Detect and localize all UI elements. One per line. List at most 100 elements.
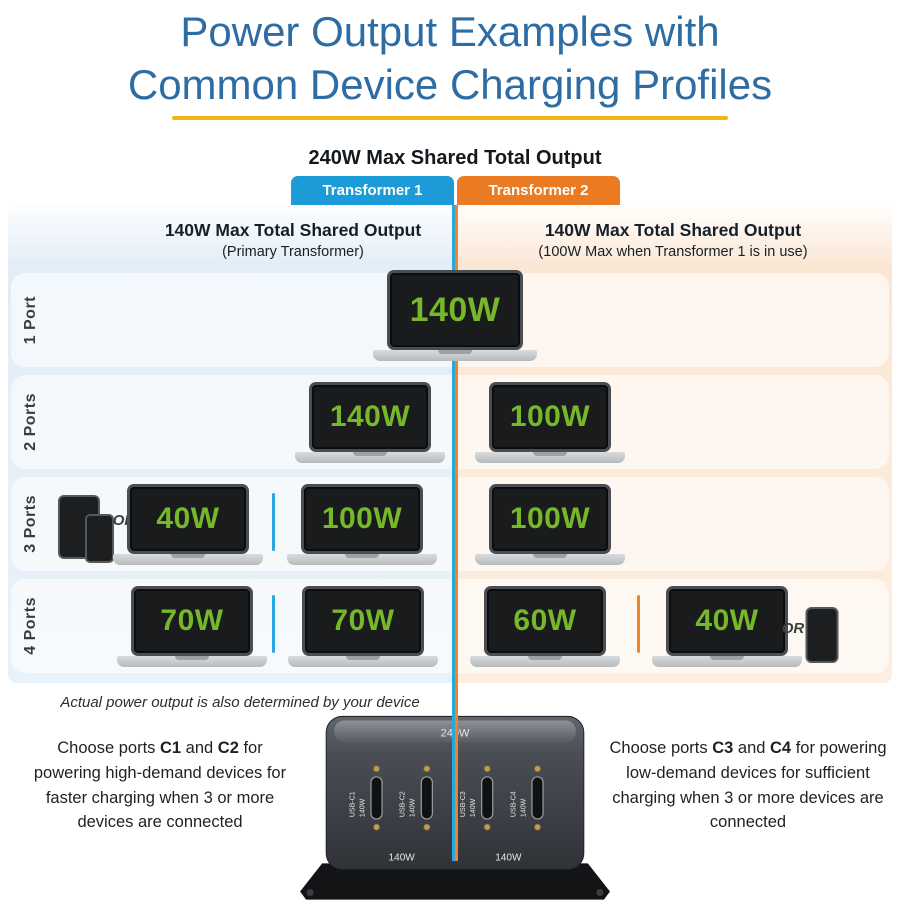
transformer-divider-line-bottom bbox=[452, 683, 458, 861]
shared-output-heading: 240W Max Shared Total Output bbox=[308, 147, 602, 169]
laptop-icon: 140W bbox=[373, 270, 537, 361]
page-title: Power Output Examples with Common Device… bbox=[0, 6, 900, 112]
row-1-label: 1 Port bbox=[11, 273, 51, 367]
transformer-tabs: Transformer 1 Transformer 2 bbox=[291, 176, 620, 205]
usb-c-port-icon bbox=[370, 776, 383, 820]
text-segment: Choose ports bbox=[57, 739, 160, 757]
laptop-icon: 100W bbox=[287, 484, 437, 565]
laptop-icon: 140W bbox=[295, 382, 445, 463]
ports-c1-c2-description: Choose ports C1 and C2 for powering high… bbox=[22, 736, 298, 835]
power-table: 140W Max Total Shared Output (Primary Tr… bbox=[8, 205, 892, 683]
tab-transformer-1: Transformer 1 bbox=[291, 176, 454, 205]
laptop-screen: 140W bbox=[387, 270, 523, 350]
wattage-label: 100W bbox=[509, 400, 591, 433]
laptop-icon: 60W bbox=[470, 586, 620, 667]
port-separator bbox=[272, 493, 275, 551]
laptop-icon: 70W bbox=[288, 586, 438, 667]
usb-c3-port: USB-C3 140W bbox=[460, 765, 494, 831]
laptop-base bbox=[470, 656, 620, 667]
laptop-icon: 40W bbox=[113, 484, 263, 565]
text-segment: and bbox=[181, 739, 218, 757]
port-watt-label: 140W bbox=[470, 798, 477, 817]
row-1-label-text: 1 Port bbox=[22, 295, 39, 345]
laptop-screen: 40W bbox=[127, 484, 249, 554]
port-watt-label: 140W bbox=[359, 798, 366, 817]
text-segment: Choose ports bbox=[609, 739, 713, 757]
laptop-base bbox=[652, 656, 802, 667]
text-segment: for powering low-demand devices for suff… bbox=[612, 739, 887, 832]
row-2-label: 2 Ports bbox=[11, 375, 51, 469]
laptop-base bbox=[295, 452, 445, 463]
screw-icon bbox=[423, 765, 431, 773]
laptop-screen: 100W bbox=[489, 382, 611, 452]
wattage-label: 70W bbox=[331, 604, 395, 637]
laptop-base bbox=[373, 350, 537, 361]
transformer-2-header-title: 140W Max Total Shared Output bbox=[544, 220, 802, 240]
laptop-screen: 40W bbox=[666, 586, 788, 656]
bracket-screw-icon bbox=[596, 889, 604, 897]
port-name-label: USB-C2 bbox=[400, 791, 407, 817]
wattage-label: 60W bbox=[513, 604, 577, 637]
transformer-1-header-title: 140W Max Total Shared Output bbox=[164, 220, 422, 240]
wattage-label: 40W bbox=[156, 502, 220, 535]
laptop-screen: 100W bbox=[301, 484, 423, 554]
transformer-1-header-subtitle: (Primary Transformer) bbox=[222, 243, 364, 260]
laptop-icon: 100W bbox=[475, 382, 625, 463]
usb-c2-port: USB-C2 140W bbox=[400, 765, 433, 831]
row-3-label-text: 3 Ports bbox=[22, 495, 39, 553]
port-c4-ref: C4 bbox=[770, 739, 792, 757]
text-segment: and bbox=[733, 739, 771, 757]
tab-transformer-2: Transformer 2 bbox=[457, 176, 620, 205]
port-watt-label: 140W bbox=[410, 798, 417, 817]
usb-c-port-icon bbox=[420, 776, 433, 820]
title-divider-rule bbox=[172, 116, 728, 120]
laptop-screen: 140W bbox=[309, 382, 431, 452]
port-name-label: USB-C3 bbox=[460, 791, 467, 817]
disclaimer-note: Actual power output is also determined b… bbox=[60, 694, 420, 711]
port-separator bbox=[637, 595, 640, 653]
screw-icon bbox=[373, 765, 380, 773]
laptop-base bbox=[113, 554, 263, 565]
transformer-2-header: 140W Max Total Shared Output (100W Max w… bbox=[470, 219, 876, 262]
laptop-screen: 100W bbox=[489, 484, 611, 554]
phone-icon bbox=[805, 607, 839, 663]
title-line-2: Common Device Charging Profiles bbox=[127, 60, 773, 108]
laptop-base bbox=[287, 554, 437, 565]
bracket-screw-icon bbox=[306, 889, 314, 897]
port-name-label: USB-C4 bbox=[510, 791, 517, 817]
usb-c-port-icon bbox=[481, 776, 494, 820]
usb-c-port-icon bbox=[531, 776, 544, 820]
row-4-label: 4 Ports bbox=[11, 579, 51, 673]
row-1-port: 1 Port 140W bbox=[11, 270, 889, 367]
transformer-2-watt-label: 140W bbox=[495, 852, 522, 863]
laptop-icon: 40W bbox=[652, 586, 802, 667]
mounting-bracket bbox=[300, 863, 610, 900]
port-c1-ref: C1 bbox=[160, 739, 182, 757]
laptop-base bbox=[475, 452, 625, 463]
row-4-label-text: 4 Ports bbox=[22, 597, 39, 655]
usb-c4-port: USB-C4 140W bbox=[510, 765, 544, 831]
wattage-label: 100W bbox=[321, 502, 403, 535]
transformer-2-header-subtitle: (100W Max when Transformer 1 is in use) bbox=[538, 243, 808, 260]
port-c2-ref: C2 bbox=[217, 739, 239, 757]
row-3-ports: 3 Ports OR 40W 100W 100W bbox=[11, 477, 889, 571]
port-c3-ref: C3 bbox=[712, 739, 734, 757]
wattage-label: 70W bbox=[160, 604, 224, 637]
laptop-icon: 100W bbox=[475, 484, 625, 565]
transformer-1-header: 140W Max Total Shared Output (Primary Tr… bbox=[108, 219, 478, 262]
laptop-icon: 70W bbox=[117, 586, 267, 667]
laptop-screen: 70W bbox=[302, 586, 424, 656]
or-label: OR bbox=[781, 620, 805, 637]
text-segment: for powering high-demand devices for fas… bbox=[33, 739, 287, 832]
screw-icon bbox=[483, 823, 491, 831]
wattage-label: 140W bbox=[409, 290, 501, 329]
port-name-label: USB-C1 bbox=[349, 791, 356, 817]
screw-icon bbox=[373, 823, 380, 831]
laptop-base bbox=[117, 656, 267, 667]
transformer-divider-line bbox=[452, 205, 458, 683]
wattage-label: 100W bbox=[509, 502, 591, 535]
screw-icon bbox=[423, 823, 431, 831]
screw-icon bbox=[483, 765, 491, 773]
row-2-ports: 2 Ports 140W 100W bbox=[11, 375, 889, 469]
